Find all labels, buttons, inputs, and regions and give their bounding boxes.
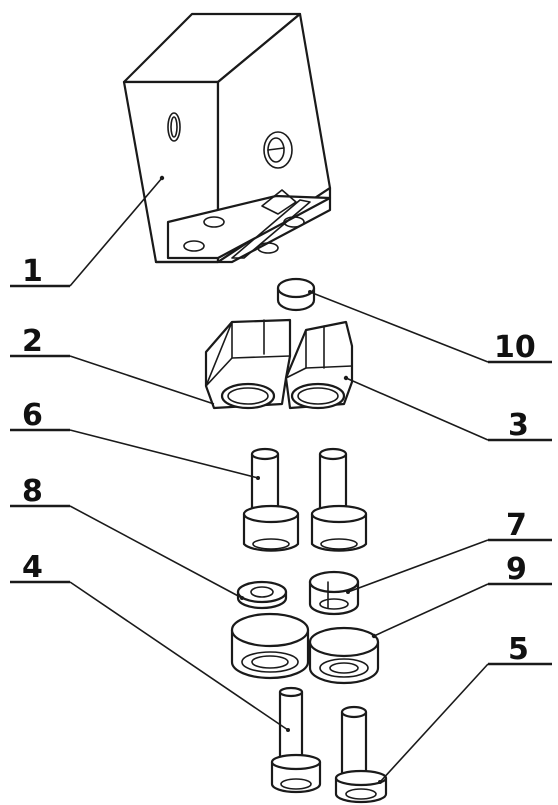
callout-6: 6 — [10, 398, 259, 479]
callout-7-label: 7 — [506, 508, 527, 543]
callout-1-label: 1 — [22, 254, 43, 289]
part-9-bearing-left — [230, 612, 310, 680]
callout-4: 4 — [10, 550, 289, 731]
part-3-clamp-half-right — [284, 320, 354, 410]
callout-6-label: 6 — [22, 398, 43, 433]
callout-8: 8 — [10, 474, 243, 599]
part-4-cap-screw — [270, 686, 322, 794]
part-8-washer — [236, 580, 288, 610]
part-2-clamp-half-left — [204, 318, 292, 410]
callout-8-label: 8 — [22, 474, 43, 509]
part-10-small-cylinder — [276, 277, 316, 312]
callout-5-label: 5 — [508, 632, 529, 667]
part-5-cap-screw — [334, 705, 388, 804]
part-6-cap-screw-left — [242, 447, 300, 552]
callout-5: 5 — [379, 632, 552, 783]
part-7-nut — [308, 570, 360, 616]
callout-1: 1 — [10, 177, 163, 289]
callout-10: 10 — [309, 291, 552, 365]
callout-3-label: 3 — [508, 408, 529, 443]
callout-9: 9 — [373, 552, 552, 637]
callout-2-label: 2 — [22, 324, 43, 359]
part-9-bearing-right — [308, 626, 380, 685]
callout-9-label: 9 — [506, 552, 527, 587]
part-1-housing-block — [122, 12, 332, 264]
callout-10-label: 10 — [494, 330, 536, 365]
callout-4-label: 4 — [22, 550, 43, 585]
callout-2: 2 — [10, 324, 215, 405]
callout-3: 3 — [345, 377, 552, 443]
part-6-cap-screw-right — [310, 447, 368, 552]
callout-7: 7 — [347, 508, 552, 593]
